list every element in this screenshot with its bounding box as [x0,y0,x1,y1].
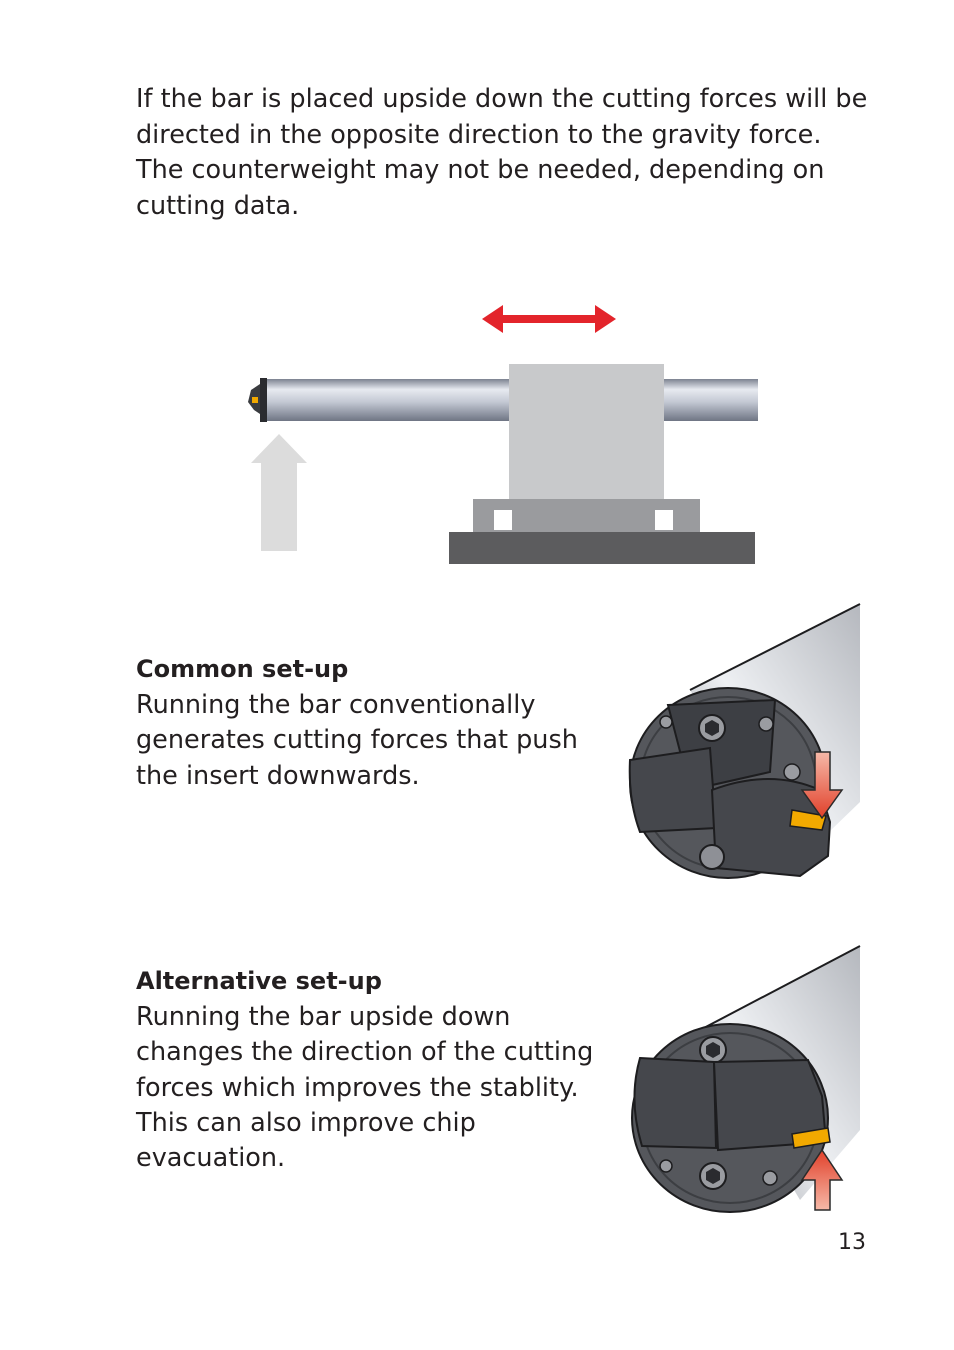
intro-paragraph: If the bar is placed upside down the cut… [136,84,868,221]
machine-base [449,532,755,564]
flange-slot-right [655,510,673,530]
common-setup-title: Common set-up [136,655,349,683]
upward-force-arrow-icon [800,1148,844,1211]
flange-slot-left [494,510,512,530]
bar-end-cap [260,378,267,422]
alternative-setup-title: Alternative set-up [136,967,382,995]
common-setup-description: Running the bar conventionally generates… [136,690,578,791]
insert-icon [791,1127,831,1149]
movement-arrow-icon [482,305,616,333]
insert-icon [252,397,258,403]
common-setup-illustration [628,603,861,879]
downward-force-arrow-icon [800,751,844,820]
top-diagram [248,305,758,564]
gravity-arrow-icon [251,434,307,551]
bar-holder [509,364,664,502]
alternative-setup-description: Running the bar upside down changes the … [136,1002,594,1174]
page-number: 13 [838,1230,866,1255]
alternative-setup-illustration [631,945,861,1213]
insert-icon [789,809,827,831]
